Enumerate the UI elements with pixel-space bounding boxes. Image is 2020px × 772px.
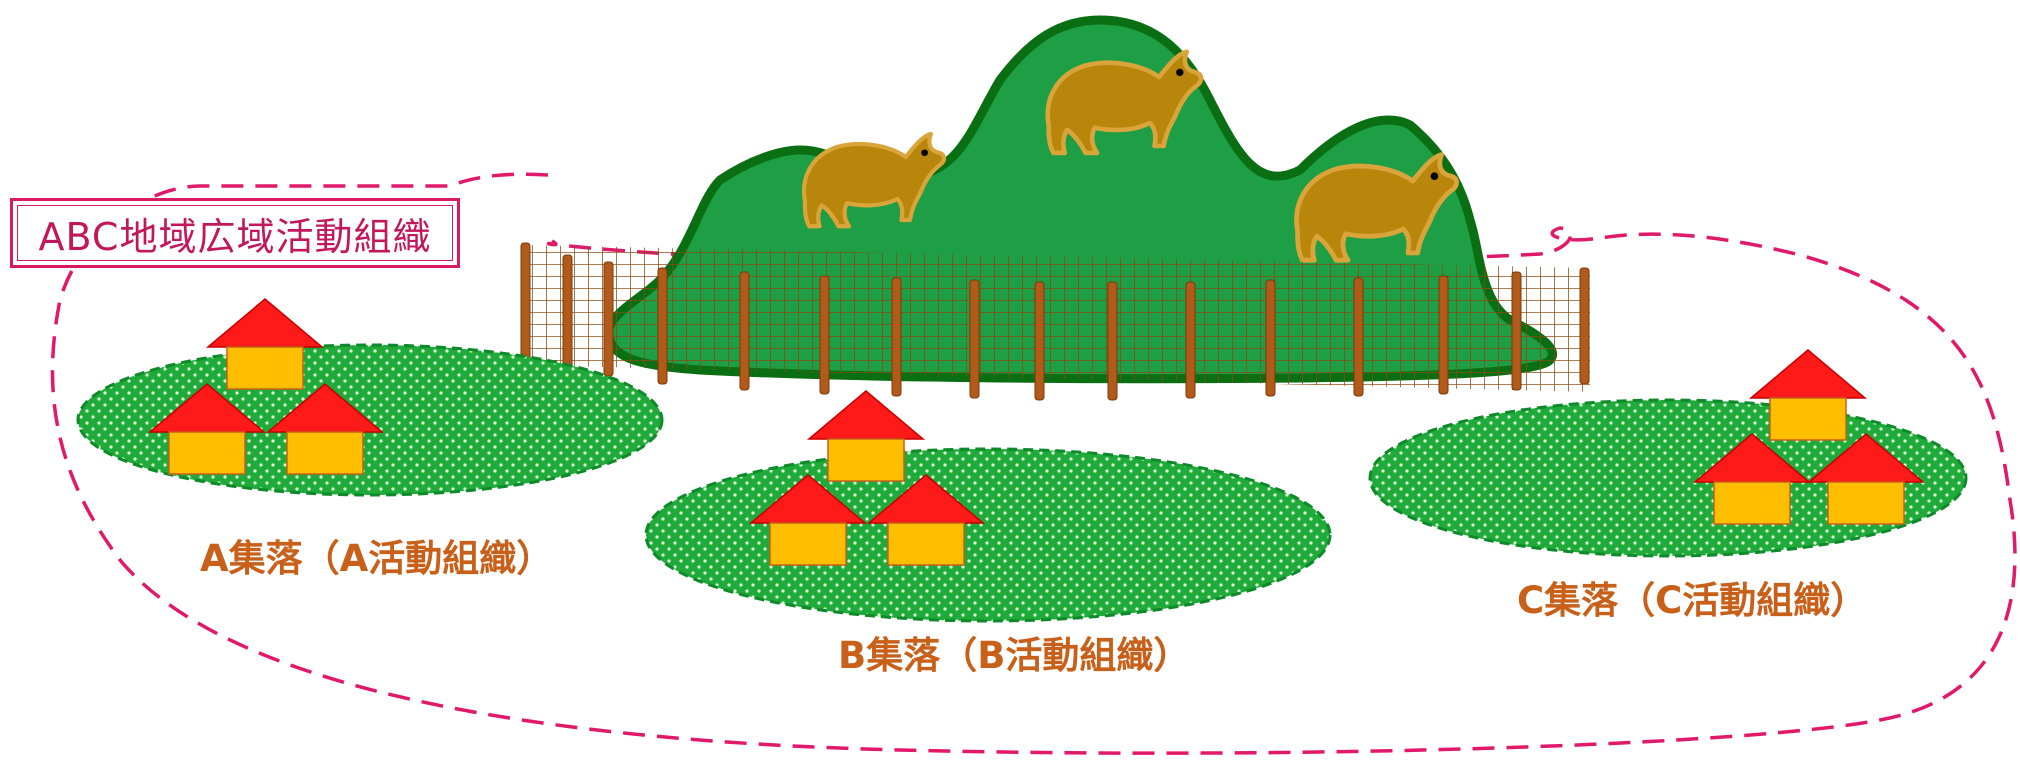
fence-icon [520, 242, 1590, 401]
village-b-field [644, 447, 1332, 623]
organization-label-box: ABC地域広域活動組織 [10, 198, 460, 268]
organization-label: ABC地域広域活動組織 [38, 214, 432, 259]
village-b-label: B集落（B活動組織） [838, 634, 1191, 677]
village-c-label: C集落（C活動組織） [1517, 579, 1868, 622]
village-a-label: A集落（A活動組織） [200, 537, 554, 580]
wide-area-boundary [50, 172, 2017, 755]
